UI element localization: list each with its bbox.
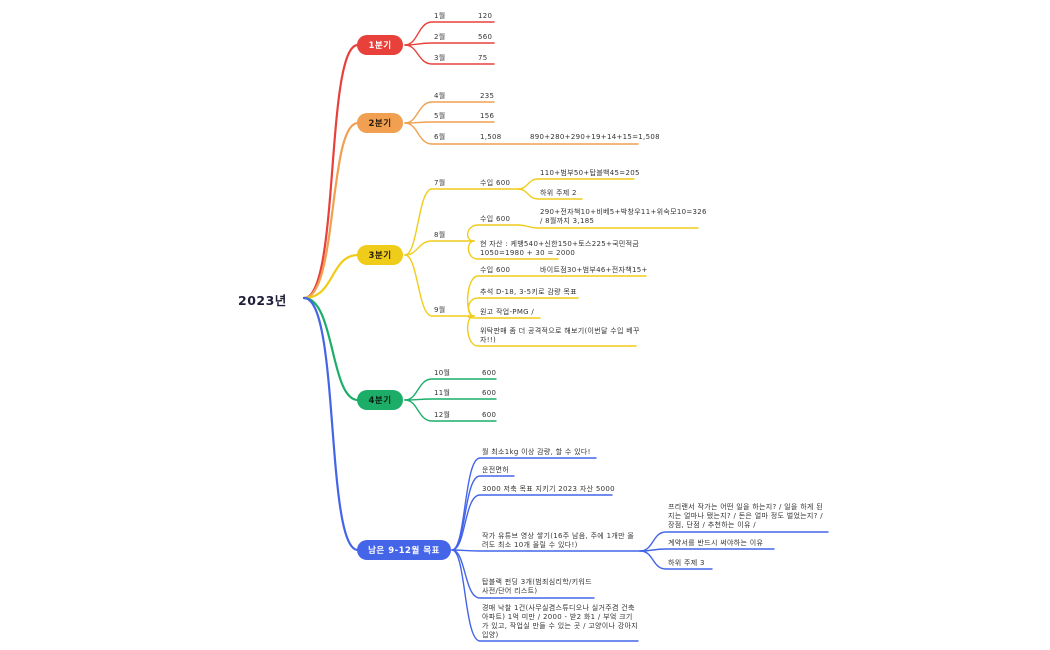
q3-sep-item-1[interactable]: 추석 D-18, 3-5키로 감량 목표 (480, 288, 577, 296)
q3-sep-item-2[interactable]: 원고 작업-PMG / (480, 308, 535, 316)
goal-item-6[interactable]: 경매 낙찰 1건(사무실겸스튜디오나 실거주겸 건축 아파트) 1억 미만 / … (482, 604, 638, 639)
q4-value-12[interactable]: 600 (482, 411, 497, 419)
q2-node[interactable]: 2분기 (357, 113, 403, 133)
q2-month-4[interactable]: 4월 (434, 92, 446, 100)
q1-month-1[interactable]: 1월 (434, 12, 446, 20)
q3-jul-subtopic[interactable]: 하위 주제 2 (540, 189, 577, 197)
q2-value-4[interactable]: 235 (480, 92, 495, 100)
goal-sub-item-1[interactable]: 프리랜서 작가는 어떤 일을 하는지? / 일을 하게 된지는 얼마나 됐는지?… (668, 503, 823, 529)
q1-value-3[interactable]: 75 (478, 54, 488, 62)
q2-branch-line (302, 121, 360, 300)
q4-month-11[interactable]: 11월 (434, 389, 451, 397)
q3-sep-detail[interactable]: 바이트점30+범부46+전자책15+ (540, 266, 648, 274)
q3-month-8[interactable]: 8월 (434, 231, 446, 239)
q3-sep-income[interactable]: 수입 600 (480, 266, 511, 274)
q2-value-5[interactable]: 156 (480, 112, 495, 120)
q1-value-2[interactable]: 560 (478, 33, 493, 41)
q3-month-7[interactable]: 7월 (434, 179, 446, 187)
q4-value-11[interactable]: 600 (482, 389, 497, 397)
q4-month-12[interactable]: 12월 (434, 411, 451, 419)
q3-node[interactable]: 3분기 (357, 245, 403, 265)
q3-jul-income[interactable]: 수입 600 (480, 179, 511, 187)
q1-node[interactable]: 1분기 (357, 35, 403, 55)
q2-june-note[interactable]: 890+280+290+19+14+15=1,508 (530, 133, 660, 141)
root-node-title[interactable]: 2023년 (238, 293, 287, 308)
q4-value-10[interactable]: 600 (482, 369, 497, 377)
goals-node[interactable]: 남은 9-12월 목표 (357, 540, 451, 560)
goal-item-5[interactable]: 탑블랙 펀딩 3개(범죄심리학/키워드 사전/단어 리스트) (482, 578, 592, 595)
q3-month-9[interactable]: 9월 (434, 306, 446, 314)
q3-aug-detail-1[interactable]: 290+전자책10+비베5+박창우11+위숙모10=326 (540, 208, 707, 216)
q4-month-10[interactable]: 10월 (434, 369, 451, 377)
q3-branch-line (302, 253, 360, 300)
q3-sep-item-3[interactable]: 위탁판매 좀 더 공격적으로 해보기(이번달 수입 베꾸자!!) (480, 327, 640, 344)
q2-value-6[interactable]: 1,508 (480, 133, 502, 141)
q3-aug-asset-2[interactable]: 1050=1980 + 30 = 2000 (480, 249, 576, 257)
q1-value-1[interactable]: 120 (478, 12, 493, 20)
q3-jul-detail[interactable]: 110+범부50+탑블백45=205 (540, 169, 640, 177)
goal-item-4[interactable]: 작가 유튜브 영상 쌓기(16주 남음, 주에 1개만 올려도 최소 10개 올… (482, 532, 635, 549)
goal-item-1[interactable]: 월 최소1kg 이상 감량, 할 수 있다! (482, 448, 591, 456)
q4-node[interactable]: 4분기 (357, 390, 403, 410)
goal-sub-item-2[interactable]: 계약서를 반드시 써야하는 이유 (668, 539, 764, 547)
q4-branch-line (302, 296, 360, 402)
q1-month-3[interactable]: 3월 (434, 54, 446, 62)
goal-sub-item-3[interactable]: 하위 주제 3 (668, 559, 705, 567)
q3-aug-income[interactable]: 수입 600 (480, 215, 511, 223)
goals-branch-line (302, 296, 360, 552)
q3-aug-asset-1[interactable]: 현 자산 : 케뱅540+신한150+토스225+국민적금 (480, 240, 640, 248)
q2-month-5[interactable]: 5월 (434, 112, 446, 120)
q3-aug-detail-2[interactable]: / 8월까지 3,185 (540, 217, 595, 225)
q1-month-2[interactable]: 2월 (434, 33, 446, 41)
q1-branch-line (302, 43, 360, 300)
q2-month-6[interactable]: 6월 (434, 133, 446, 141)
goal-item-3[interactable]: 3000 저축 목표 지키기 2023 자산 5000 (482, 485, 615, 493)
goal-item-2[interactable]: 운전면허 (482, 466, 509, 474)
